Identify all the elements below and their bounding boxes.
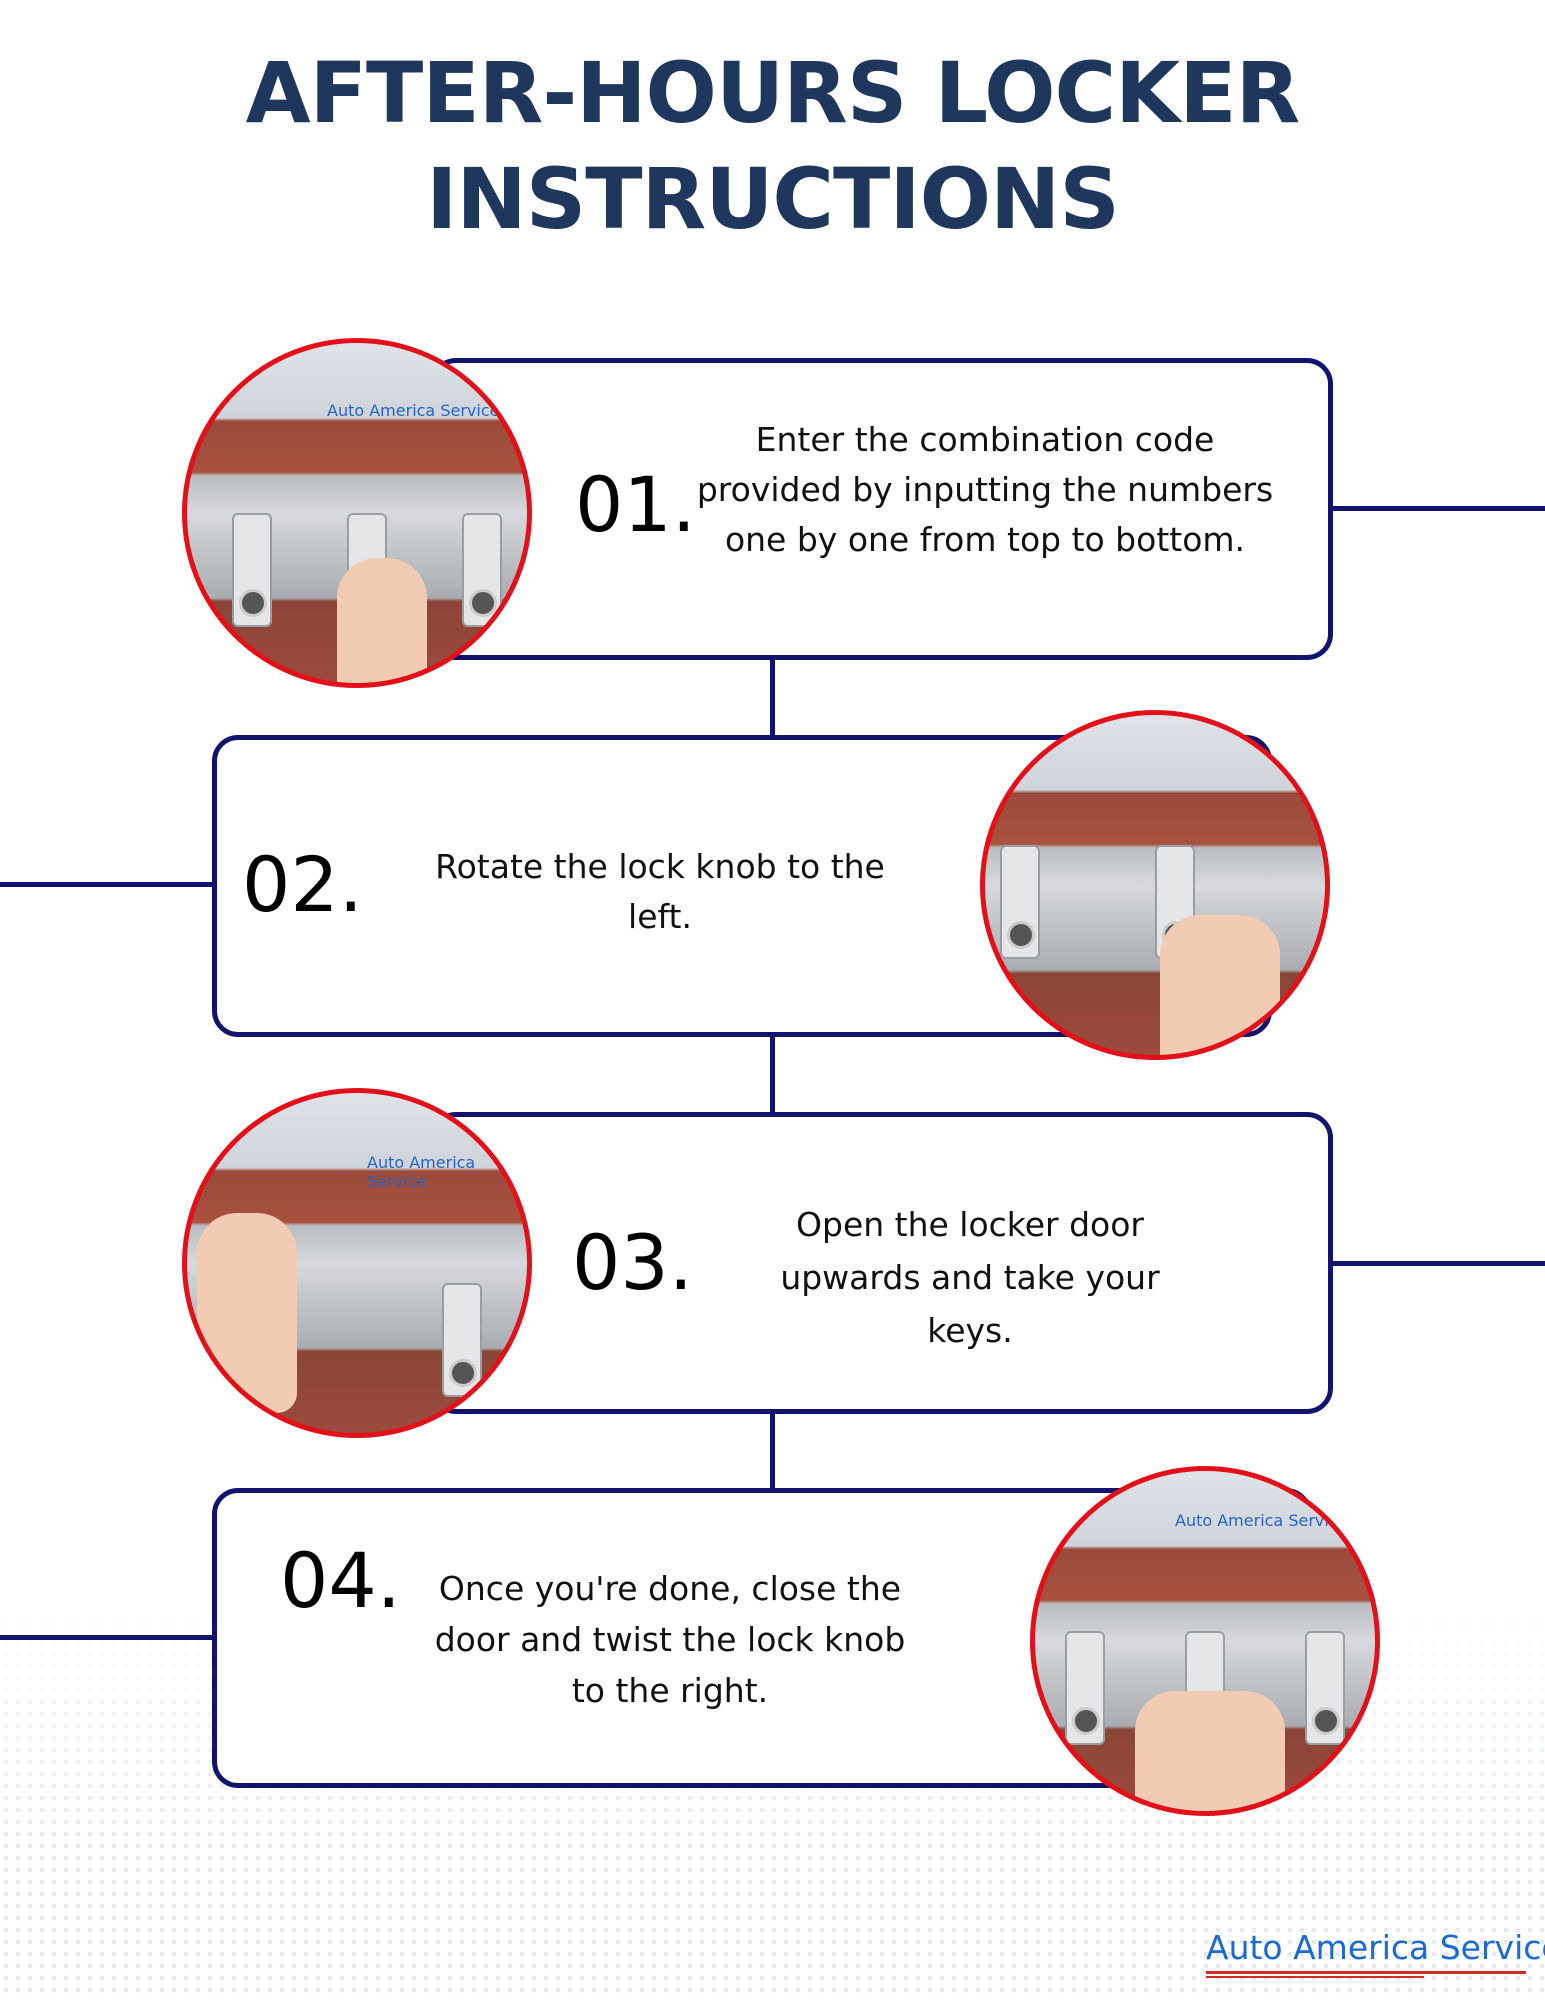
step-4-photo: Auto America Service (1030, 1466, 1380, 1816)
step-3-photo: Auto America Service (182, 1088, 532, 1438)
hand-image (1135, 1691, 1285, 1811)
connector-vertical-3 (770, 1409, 775, 1491)
logo-underline (1206, 1971, 1526, 1974)
step-3-text: Open the locker door upwards and take yo… (780, 1205, 1160, 1350)
auto-america-service-logo: Auto America Service (1206, 1928, 1545, 1978)
step-2-photo (980, 710, 1330, 1060)
step-1-photo: Auto America Service (182, 338, 532, 688)
connector-vertical-2 (770, 1033, 775, 1115)
hand-image (197, 1213, 297, 1413)
title-line-2: INSTRUCTIONS (426, 150, 1120, 248)
photo-sign-text: Auto America Service (327, 401, 500, 420)
step-3-number: 03. (572, 1218, 693, 1307)
step-1-card (430, 358, 1333, 660)
connector-vertical-1 (770, 656, 775, 738)
photo-sign-text: Auto America Service (1175, 1511, 1348, 1530)
photo-sign-text: Auto America Service (367, 1153, 476, 1191)
hand-image (337, 558, 427, 683)
connector-right-3 (1328, 1261, 1545, 1266)
connector-left-4 (0, 1635, 216, 1640)
step-1-number: 01. (575, 460, 696, 549)
hand-image (1160, 915, 1280, 1055)
connector-right-1 (1328, 506, 1545, 511)
step-4-text: Once you're done, close the door and twi… (434, 1569, 906, 1710)
connector-left-2 (0, 882, 216, 887)
step-1-text: Enter the combination code provided by i… (696, 420, 1274, 559)
page-title: AFTER-HOURS LOCKER INSTRUCTIONS (0, 40, 1545, 252)
step-2-text: Rotate the lock knob to the left. (435, 847, 885, 936)
title-line-1: AFTER-HOURS LOCKER (245, 44, 1301, 142)
logo-underline-short (1206, 1976, 1424, 1978)
step-2-number: 02. (242, 840, 363, 929)
logo-text: Auto America Service (1206, 1928, 1545, 1967)
step-3-card (430, 1112, 1333, 1414)
step-4-number: 04. (280, 1536, 401, 1625)
